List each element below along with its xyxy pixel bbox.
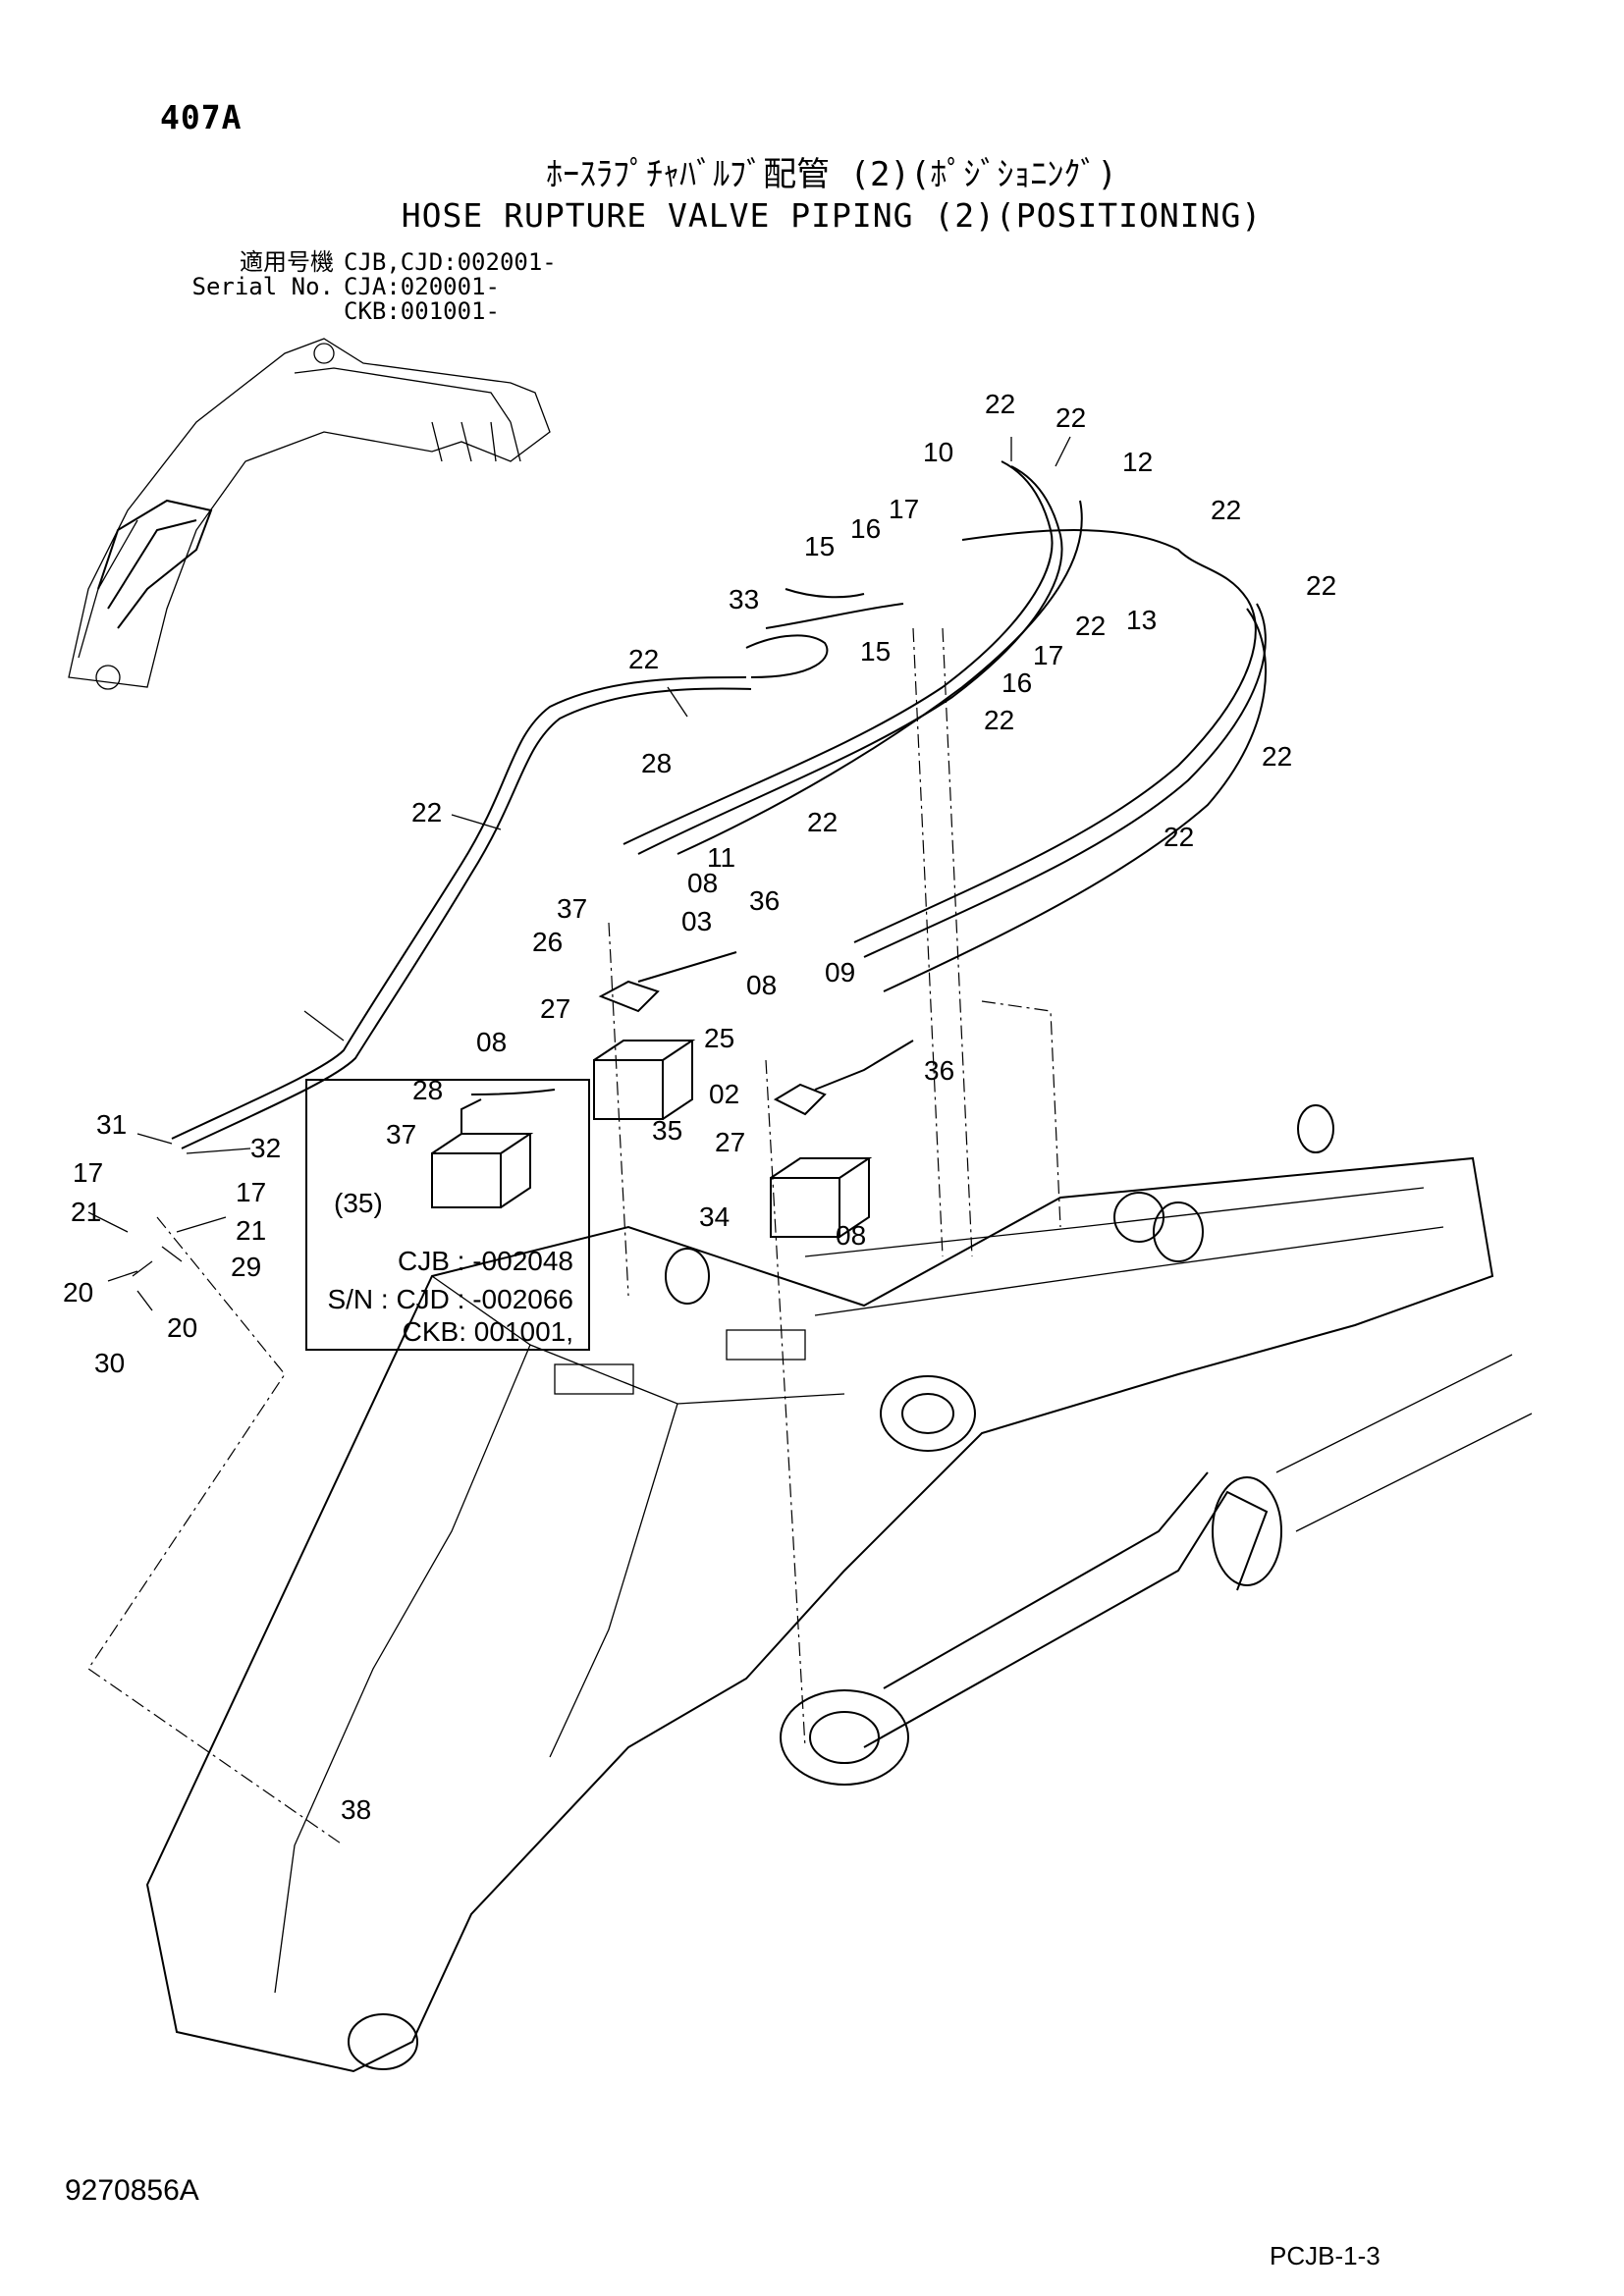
callout: 22: [1262, 741, 1292, 772]
callout: 22: [1075, 611, 1106, 641]
callout: 03: [681, 906, 712, 936]
serial-value: CJB,CJD:002001-: [344, 248, 557, 276]
valve-assemblies: [554, 951, 914, 1395]
callout: 08: [836, 1220, 866, 1251]
callout: 16: [1001, 667, 1032, 698]
boom-structure: [145, 1104, 1533, 2073]
callout: 22: [1211, 495, 1241, 525]
callout: 34: [699, 1201, 730, 1232]
inset-serial-line: CJB : -002048: [398, 1246, 573, 1276]
serial-value: CJA:020001-: [344, 273, 500, 300]
leader-lines: [87, 627, 1061, 1846]
callout: 17: [73, 1157, 103, 1188]
callout: 37: [557, 893, 587, 924]
callout: 20: [167, 1312, 197, 1343]
callout: 08: [687, 868, 718, 898]
callout: 35: [652, 1115, 682, 1146]
callout: 27: [540, 993, 570, 1024]
valve-34: [770, 1177, 840, 1238]
inset-callout: 37: [386, 1119, 416, 1149]
callout: 25: [704, 1023, 734, 1053]
serial-label-jp: 適用号機: [240, 248, 334, 276]
callout: 08: [476, 1027, 507, 1057]
callout: 17: [889, 494, 919, 524]
callout: 22: [628, 644, 659, 674]
callout: 26: [532, 927, 563, 957]
document-number: 9270856A: [65, 2174, 199, 2207]
callout: 21: [236, 1215, 266, 1246]
serial-number-block: 適用号機 CJB,CJD:002001- Serial No. CJA:020001…: [152, 250, 557, 324]
callout: 15: [804, 531, 835, 561]
callout: 17: [1033, 640, 1063, 670]
inset-serial-line: S/N : CJD : -002066: [327, 1284, 573, 1314]
excavator-locator-illustration: [68, 338, 551, 690]
inset-part-ref: (35): [334, 1188, 383, 1218]
callout: 09: [825, 957, 855, 988]
callout: 38: [341, 1794, 371, 1825]
callout: 36: [749, 885, 780, 916]
callout: 02: [709, 1079, 739, 1109]
callout: 22: [1306, 570, 1336, 601]
callout: 30: [94, 1348, 125, 1378]
callout: 22: [807, 807, 838, 837]
callout: 20: [63, 1277, 93, 1308]
inset-callout: 28: [412, 1075, 443, 1105]
page-reference: PCJB-1-3: [1270, 2241, 1380, 2270]
callout: 13: [1126, 605, 1157, 635]
callout-leaders: [87, 436, 1071, 1311]
callout: 17: [236, 1177, 266, 1207]
callout: 12: [1122, 447, 1153, 477]
callout: 36: [924, 1055, 954, 1086]
callout: 15: [860, 636, 891, 667]
valve-35: [593, 1059, 664, 1120]
callout: 11: [707, 842, 735, 873]
inset-box: 28 37 (35) CJB : -002048 S/N : CJD : -00…: [305, 1075, 590, 1351]
serial-label-en: Serial No.: [191, 273, 335, 300]
callout: 08: [746, 970, 777, 1000]
callout: 28: [641, 748, 672, 778]
callout: 22: [411, 797, 442, 828]
callout: 22: [984, 705, 1014, 735]
callout: 10: [923, 437, 953, 467]
title-english: HOSE RUPTURE VALVE PIPING (2)(POSITIONIN…: [401, 196, 1263, 235]
callout: 21: [71, 1197, 101, 1227]
callout: 32: [250, 1133, 281, 1163]
page-code: 407A: [160, 98, 243, 136]
hose-lines: [171, 460, 1267, 1149]
callout: 27: [715, 1127, 745, 1157]
callout: 16: [850, 513, 881, 544]
callout: 22: [1164, 822, 1194, 852]
callout: 31: [96, 1109, 127, 1140]
title-japanese: ﾎｰｽﾗﾌﾟﾁｬﾊﾞﾙﾌﾞ配管 (2)(ﾎﾟｼﾞｼｮﾆﾝｸﾞ): [546, 155, 1117, 194]
callout: 29: [231, 1252, 261, 1282]
callout: 22: [1056, 402, 1086, 433]
serial-value: CKB:001001-: [344, 297, 500, 325]
inset-serial-line: CKB: 001001,: [403, 1316, 573, 1347]
callout-numbers: 22 22 10 12 17 16 15 22 22 33 22 13 17 1…: [63, 389, 1336, 1825]
callout: 33: [729, 584, 759, 614]
callout: 22: [985, 389, 1015, 419]
